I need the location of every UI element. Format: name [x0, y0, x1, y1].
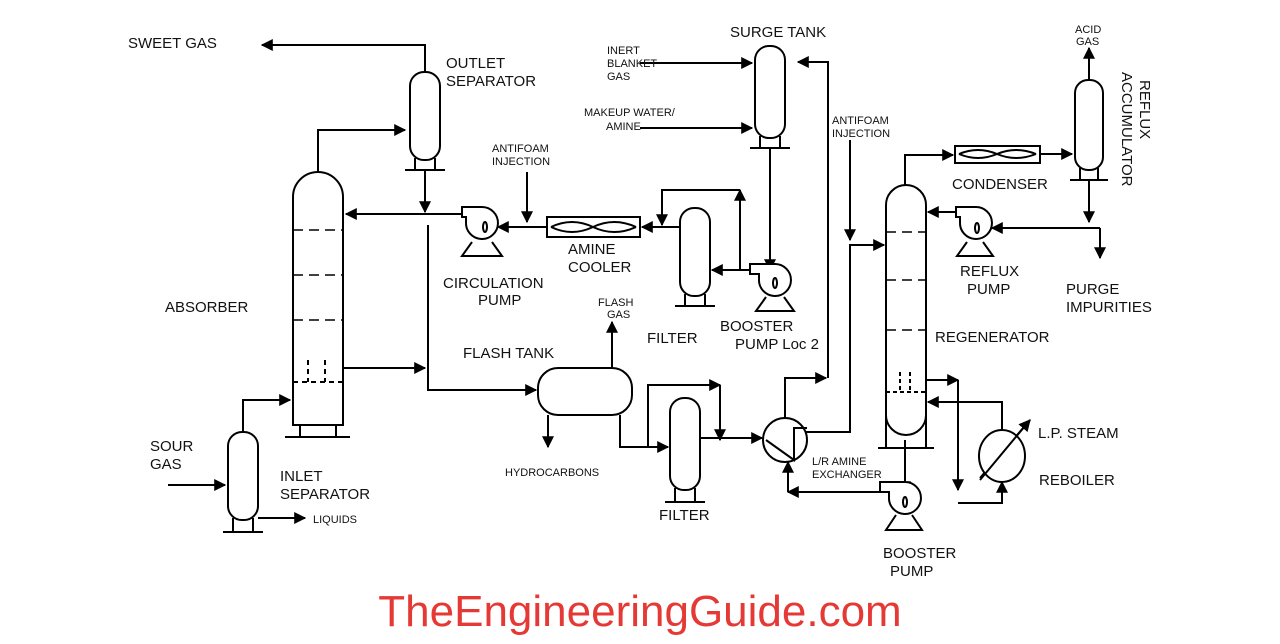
booster-pump-label-1: BOOSTER [883, 545, 957, 562]
regenerator-column[interactable] [878, 184, 934, 449]
lower-filter[interactable] [665, 397, 705, 503]
surge-tank-label: SURGE TANK [730, 24, 826, 41]
upper-filter[interactable] [675, 207, 715, 307]
reboiler[interactable] [978, 419, 1031, 483]
reboiler-return [926, 396, 1003, 430]
inlet-separator[interactable] [223, 431, 263, 533]
outlet-separator-label-1: OUTLET [446, 55, 505, 72]
acid-gas-label-1: ACID [1075, 24, 1101, 36]
exchanger-lean-out [784, 372, 828, 418]
makeup-label-1: MAKEUP WATER/ [584, 107, 676, 119]
acid-gas-label-2: GAS [1076, 36, 1099, 48]
upper-filter-label: FILTER [647, 330, 698, 347]
sour-gas-label-2: GAS [150, 456, 182, 473]
regen-overhead [904, 149, 955, 185]
makeup-label-2: AMINE [606, 121, 641, 133]
reflux-pump[interactable] [955, 205, 995, 257]
antifoam-label-1a: ANTIFOAM [492, 143, 549, 155]
reboiler-label: REBOILER [1039, 472, 1115, 489]
booster-loc2-label-1: BOOSTER [720, 318, 794, 335]
circulation-pump-label-2: PUMP [478, 292, 521, 309]
condenser-label: CONDENSER [952, 176, 1048, 193]
watermark-logo: TheEngineeringGuide.com [378, 587, 901, 636]
filter-bypass-over [656, 189, 740, 227]
inlet-to-absorber [242, 394, 292, 432]
reflux-label: REFLUX [1136, 80, 1153, 139]
lp-steam-label: L.P. STEAM [1038, 425, 1119, 442]
circulation-pump[interactable] [460, 206, 504, 257]
rich-amine-to-flash [427, 225, 538, 396]
inert-label-1: INERT [607, 45, 640, 57]
flash-gas-label-1: FLASH [598, 297, 634, 309]
surge-tank[interactable] [750, 45, 790, 149]
outlet-separator-label-2: SEPARATOR [446, 73, 536, 90]
purge-label-2: IMPURITIES [1066, 299, 1152, 316]
booster-pump-label-2: PUMP [890, 563, 933, 580]
flash-gas-label-2: GAS [607, 309, 630, 321]
amine-cooler-label-1: AMINE [568, 241, 616, 258]
sour-gas-label-1: SOUR [150, 438, 194, 455]
reboiler-feed-in [958, 480, 1008, 504]
amine-cooler[interactable] [546, 216, 641, 238]
flash-tank[interactable] [537, 367, 633, 416]
condenser[interactable] [954, 145, 1041, 164]
purge-label-1: PURGE [1066, 281, 1119, 298]
lean-to-surge-line [796, 56, 829, 378]
flash-to-filter [619, 415, 670, 453]
lower-filter-label: FILTER [659, 507, 710, 524]
accumulator-label: ACCUMULATOR [1118, 72, 1135, 187]
inlet-separator-label-1: INLET [280, 468, 323, 485]
exchanger-label-2: EXCHANGER [812, 469, 882, 481]
exchanger-label-1: L/R AMINE [812, 456, 866, 468]
flash-tank-label: FLASH TANK [463, 345, 554, 362]
reflux-accumulator[interactable] [1070, 79, 1108, 181]
outlet-separator[interactable] [405, 71, 445, 171]
rich-to-regenerator [805, 239, 886, 433]
booster-pump[interactable] [879, 481, 924, 531]
hydrocarbons-label: HYDROCARBONS [505, 467, 599, 479]
filter-lower-bypass [647, 379, 722, 447]
absorber-label: ABSORBER [165, 299, 249, 316]
sweet-gas-line [260, 39, 426, 72]
absorber-column[interactable] [285, 171, 350, 438]
antifoam-label-1b: INJECTION [492, 156, 550, 168]
reflux-pump-label-1: REFLUX [960, 263, 1019, 280]
booster-loc2-label-2: PUMP Loc 2 [735, 336, 819, 353]
amine-cooler-label-2: COOLER [568, 259, 632, 276]
absorber-overhead-line [317, 124, 407, 172]
liquids-label: LIQUIDS [313, 514, 357, 526]
inert-label-3: GAS [607, 71, 630, 83]
reflux-pump-label-2: PUMP [967, 281, 1010, 298]
lr-amine-exchanger[interactable] [762, 417, 808, 463]
circulation-pump-label-1: CIRCULATION [443, 275, 544, 292]
labels: SWEET GAS OUTLET SEPARATOR ANTIFOAM INJE… [128, 24, 1153, 580]
inlet-separator-label-2: SEPARATOR [280, 486, 370, 503]
regenerator-label: REGENERATOR [935, 329, 1050, 346]
antifoam-label-2b: INJECTION [832, 128, 890, 140]
inert-label-2: BLANKET [607, 58, 657, 70]
booster-pump-loc2[interactable] [749, 263, 796, 312]
sweet-gas-label: SWEET GAS [128, 35, 217, 52]
antifoam-label-2a: ANTIFOAM [832, 115, 889, 127]
